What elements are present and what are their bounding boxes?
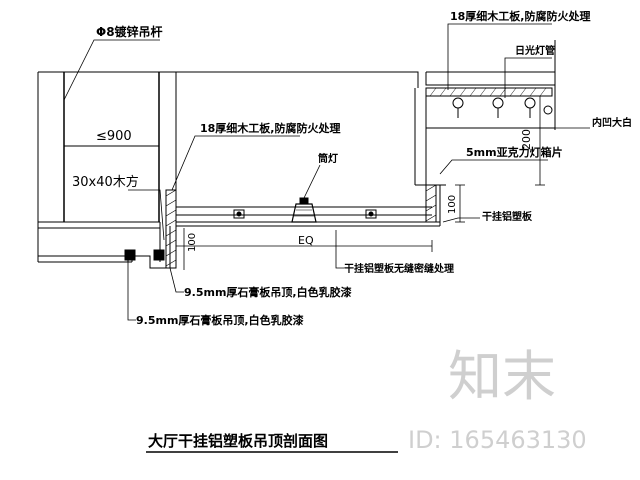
label-wood-top: 18厚细木工板,防腐防火处理 xyxy=(450,9,591,23)
downlight-fixture xyxy=(291,197,317,223)
label-acrylic: 5mm亚克力灯箱片 xyxy=(466,145,563,159)
label-inner-cove: 内凹大白 xyxy=(592,116,632,129)
fluorescent-tubes xyxy=(452,97,553,118)
label-alu-note: 干挂铝塑板无缝密缝处理 xyxy=(344,262,454,275)
label-spacing: ≤900 xyxy=(96,129,132,144)
watermark-id: ID: 165463130 xyxy=(408,426,587,454)
leader-lines xyxy=(63,23,590,321)
label-downlight: 筒灯 xyxy=(318,152,338,165)
label-wood-mid: 18厚细木工板,防腐防火处理 xyxy=(200,121,341,135)
label-alu-panel: 干挂铝塑板 xyxy=(482,210,533,223)
ceiling-structure xyxy=(37,40,556,269)
watermark-brand: 知末 xyxy=(448,345,556,408)
wood-panel-left xyxy=(165,189,177,269)
annotations: Φ8镀锌吊杆 18厚细木工板,防腐防火处理 日光灯管 ≤900 18厚细木工板,… xyxy=(72,9,632,327)
label-gypsum-2: 9.5mm厚石膏板吊顶,白色乳胶漆 xyxy=(136,313,304,327)
dimension-lines xyxy=(175,95,545,270)
label-dim-100-left: 100 xyxy=(187,233,198,252)
label-gypsum-1: 9.5mm厚石膏板吊顶,白色乳胶漆 xyxy=(184,285,352,299)
slab-right-top xyxy=(425,72,556,86)
label-fluorescent: 日光灯管 xyxy=(515,44,555,57)
light-cove xyxy=(425,87,555,185)
label-rod: Φ8镀锌吊杆 xyxy=(96,24,163,39)
label-dim-100-right: 100 xyxy=(447,195,458,214)
label-eq: EQ xyxy=(298,234,314,247)
slab-outline xyxy=(38,71,419,88)
drawing-title: 大厅干挂铝塑板吊顶剖面图 xyxy=(148,432,328,450)
label-batten: 30x40木方 xyxy=(72,174,139,190)
label-dim-200: 200 xyxy=(520,129,533,150)
wood-panel-right xyxy=(415,184,446,226)
